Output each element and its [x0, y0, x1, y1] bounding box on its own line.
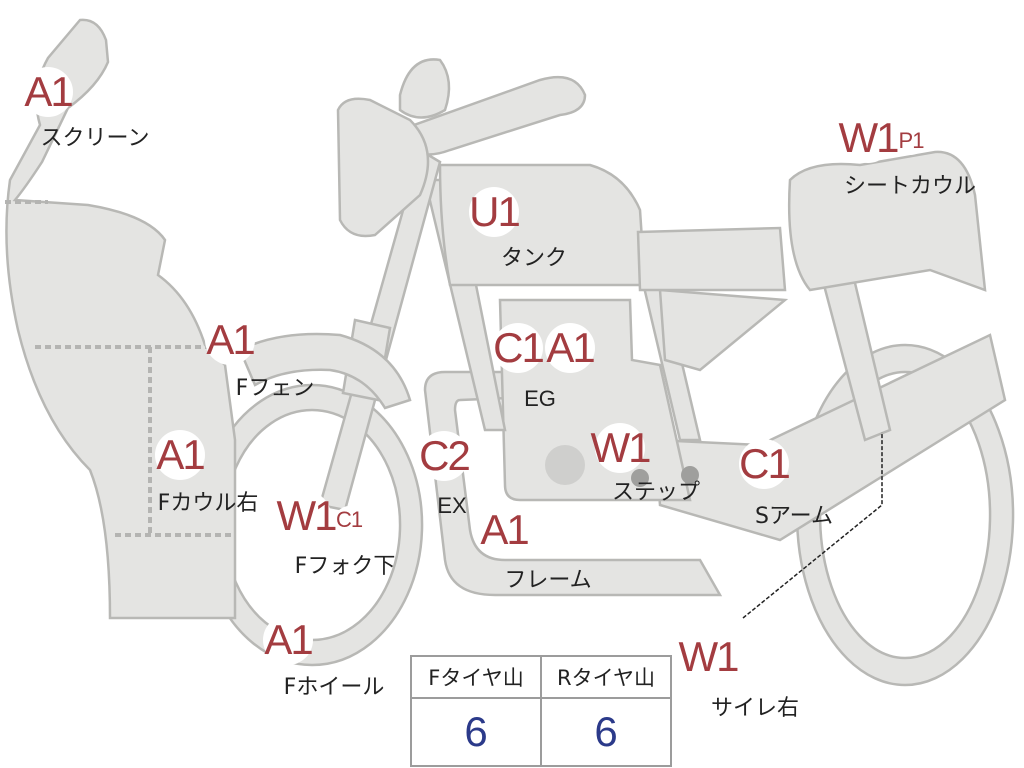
headlight [336, 97, 430, 238]
rear-tire-header: Rタイヤ山 [540, 655, 672, 699]
step-code-badge: W1 [590, 423, 652, 473]
seat [636, 226, 787, 292]
f-fork-lower-extra-badge: C1 [335, 506, 363, 534]
footpeg-rear [681, 466, 699, 484]
seat-cowl-label: シートカウル [843, 174, 977, 199]
tank-code-badge: U1 [469, 187, 521, 237]
rear-tire-value: 6 [540, 697, 672, 767]
engine-cover [545, 445, 585, 485]
front-fender [238, 332, 412, 410]
mirror [398, 58, 451, 119]
s-arm-label: Sアーム [755, 504, 833, 529]
f-cowl-right-code-badge: A1 [155, 430, 206, 480]
frame-label: フレーム [504, 568, 592, 593]
silencer-right-label: サイレ右 [710, 696, 800, 721]
front-tire-value: 6 [410, 697, 542, 767]
seat-cowl-extra-badge: P1 [897, 127, 925, 155]
eg-code-badge-1: C1 [493, 323, 545, 373]
f-cowl-right-label: Fカウル右 [157, 491, 259, 516]
ex-code-badge: C2 [419, 431, 471, 481]
screen-label: スクリーン [40, 126, 150, 151]
silencer-right-code-badge: W1 [678, 632, 740, 682]
front-tire-header: Fタイヤ山 [410, 655, 542, 699]
eg-code-badge-2: A1 [545, 323, 596, 373]
eg-label: EG [524, 386, 556, 411]
f-wheel-label: Fホイール [283, 675, 385, 700]
f-fender-label: Fフェン [235, 376, 315, 401]
ex-label: EX [437, 493, 467, 518]
s-arm-code-badge: C1 [739, 439, 791, 489]
step-label: ステップ [611, 480, 701, 505]
rear-frame [658, 288, 789, 372]
f-wheel-code-badge: A1 [263, 615, 314, 665]
f-fender-code-badge: A1 [205, 315, 256, 365]
tank-label: タンク [500, 246, 568, 271]
frame-code-badge: A1 [479, 505, 530, 555]
f-fork-lower-code-badge: W1 [276, 491, 338, 541]
footpeg [631, 469, 649, 487]
seat-cowl [787, 150, 987, 292]
f-fork-lower-label: Fフォク下 [294, 554, 396, 579]
seat-cowl-code-badge: W1 [838, 113, 900, 163]
tire-tread-table: Fタイヤ山 Rタイヤ山 6 6 [410, 655, 672, 767]
screen-code-badge: A1 [23, 67, 74, 117]
frame-lower [423, 370, 723, 597]
